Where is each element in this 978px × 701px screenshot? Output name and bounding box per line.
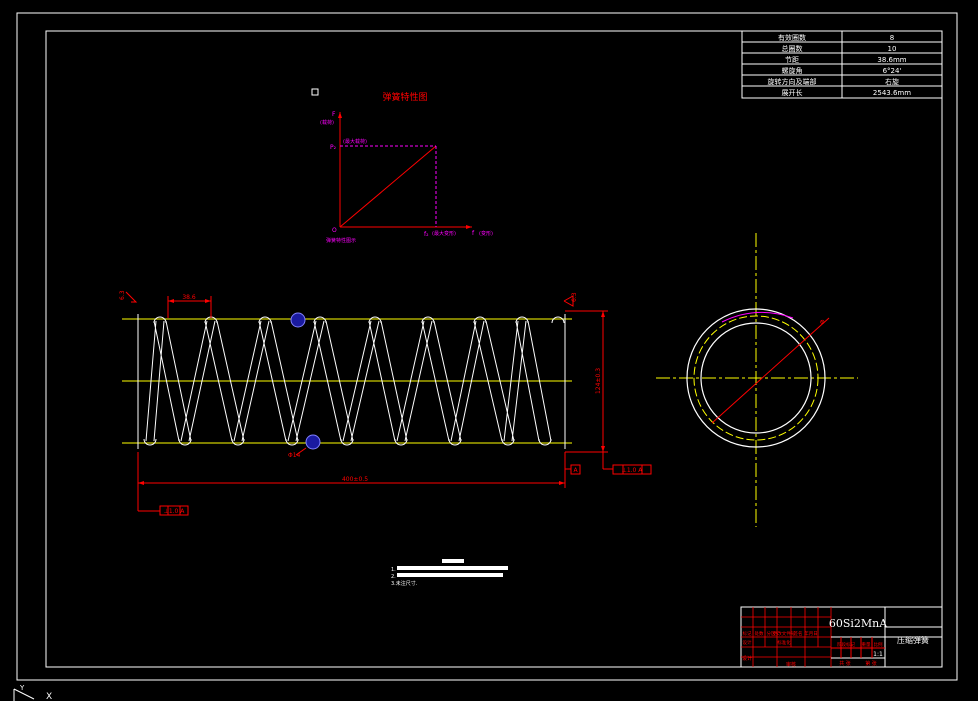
- chart-origin: O: [332, 227, 337, 234]
- end-view-inner-circle: [700, 322, 812, 434]
- tolerance-frame-bottom: ⊥1.0 A: [164, 508, 186, 515]
- wire-section-top: [290, 312, 306, 328]
- end-view-outer-circle: [686, 308, 826, 448]
- drawing-frame: [45, 30, 943, 668]
- param-label-4: 旋转方向及端部: [768, 77, 817, 86]
- spring-end-view: Φ: [656, 233, 858, 527]
- free-length-dimension: 400±0.5: [342, 476, 368, 483]
- title-small-label-2: 分区: [767, 630, 776, 637]
- chart-y-label: F: [332, 111, 336, 118]
- param-value-2: 38.6mm: [877, 56, 906, 64]
- chart-deform-note: (最大变形): [432, 230, 456, 237]
- selection-grip[interactable]: [311, 88, 319, 96]
- coil-top-bend: [368, 316, 382, 324]
- param-label-3: 螺旋角: [782, 66, 803, 75]
- datum-a-label: A: [573, 467, 578, 474]
- title-block: 60Si2MnA 压缩弹簧 1:1 标记 处数 分区 更改文件号 签名 年月日 …: [740, 606, 943, 668]
- coil-bottom-bend: [143, 438, 157, 446]
- coil-bottom-bend: [285, 438, 299, 446]
- title-small2-label-4: 比例: [874, 641, 883, 648]
- pitch-dimension: 38.6: [182, 294, 196, 301]
- title-design: 设计: [742, 655, 752, 662]
- notes-line3: 3.未注尺寸.: [391, 580, 418, 587]
- title-small-label-5: 年月日: [804, 630, 818, 637]
- grind-value-right: 6.3: [571, 292, 578, 302]
- title-small2-label-3: 重量: [862, 641, 871, 648]
- chart-load-point: P₂: [330, 144, 337, 151]
- chart-x-unit: (变形): [479, 230, 493, 237]
- param-label-5: 展开长: [782, 88, 803, 97]
- notes-line2: 2.: [391, 574, 396, 580]
- technical-notes: 技术要求 1. 2. 3.未注尺寸.: [391, 554, 508, 587]
- title-small-label-1: 处数: [755, 630, 764, 637]
- title-drawing-name: 压缩弹簧: [897, 635, 929, 645]
- coil-top-bend: [313, 316, 327, 324]
- coil-strands: [145, 320, 552, 442]
- coil-bottom-bend: [231, 438, 245, 446]
- title-sheet-no: 第 张: [865, 660, 877, 667]
- params-table: 有效圈数 8 总圈数 10 节距 38.6mm 螺旋角 6°24' 旋转方向及端…: [741, 30, 943, 99]
- title-small-label-0: 标记: [743, 630, 752, 637]
- title-small-label-4: 签名: [794, 630, 803, 637]
- param-value-5: 2543.6mm: [873, 89, 911, 97]
- chart-deform-point: f₂: [424, 231, 429, 238]
- coil-bottom-bend: [394, 438, 408, 446]
- coil-top-bend: [551, 316, 565, 324]
- coil-bottom-bend: [538, 438, 552, 446]
- end-view-mid-circle: [693, 315, 819, 441]
- param-value-0: 8: [890, 34, 894, 42]
- coil-bottom-bend: [501, 438, 515, 446]
- coil-top-bend: [515, 316, 529, 324]
- notes-title: 技术要求: [442, 554, 446, 557]
- spring-characteristic-chart: 弹簧特性图 F (载荷) P₂ (最大载荷) O 弹簧特性图示 f₂ (最大变形…: [311, 88, 493, 244]
- tolerance-frame-right: ⊥1.0 A: [622, 467, 644, 474]
- chart-title: 弹簧特性图: [382, 91, 427, 103]
- param-label-0: 有效圈数: [778, 33, 806, 42]
- spring-coils: [143, 316, 565, 446]
- chart-load-note: (最大载荷): [343, 138, 367, 145]
- coil-top-bend: [153, 316, 167, 324]
- param-value-4: 右旋: [885, 77, 899, 86]
- grind-value-left: 6.3: [119, 290, 126, 300]
- coil-top-bend: [473, 316, 487, 324]
- param-value-1: 10: [888, 45, 897, 53]
- spring-front-view: 38.6 6.3 6.3 124±0.3 Φ14 400±0.5 A ⊥: [119, 290, 652, 516]
- title-material: 60Si2MnA: [829, 617, 888, 630]
- chart-x-label: f: [472, 230, 475, 237]
- ucs-axis-x: X: [46, 692, 52, 701]
- grind-symbol-left: [125, 291, 138, 303]
- coil-bottom-bend: [178, 438, 192, 446]
- end-view-diameter-label: Φ: [819, 318, 827, 327]
- outer-diameter-dimension: 124±0.3: [595, 368, 602, 394]
- param-label-2: 节距: [785, 56, 799, 64]
- load-deformation-line: [339, 145, 437, 228]
- ucs-axis-icon: Y X: [13, 684, 52, 701]
- wire-diameter-dimension: Φ14: [288, 452, 301, 459]
- chart-y-unit: (载荷): [320, 119, 334, 126]
- param-label-1: 总圈数: [782, 44, 803, 53]
- param-value-3: 6°24': [883, 67, 902, 75]
- ucs-axis-y: Y: [19, 684, 25, 692]
- title-scale: 1:1: [873, 651, 883, 658]
- coil-top-bend: [421, 316, 435, 324]
- sheet-outer-border: [16, 12, 958, 681]
- title-small2-label-2: 阶段标记: [837, 641, 855, 648]
- coil-top-bend: [258, 316, 272, 324]
- grind-symbol-right: [563, 295, 574, 307]
- coil-bottom-bend: [340, 438, 354, 446]
- end-view-diameter-line: [711, 317, 830, 424]
- chart-caption: 弹簧特性图示: [326, 237, 356, 244]
- title-small-label-3: 更改文件号: [773, 630, 796, 637]
- title-review: 审核: [786, 661, 796, 668]
- notes-line1: 1.: [391, 567, 396, 573]
- wire-section-bottom: [305, 434, 321, 450]
- title-sheet-total: 共 张: [839, 660, 851, 667]
- coil-bottom-bend: [448, 438, 462, 446]
- title-small2-label-0: 设计: [743, 639, 752, 646]
- title-small2-label-1: 标准化: [777, 639, 791, 646]
